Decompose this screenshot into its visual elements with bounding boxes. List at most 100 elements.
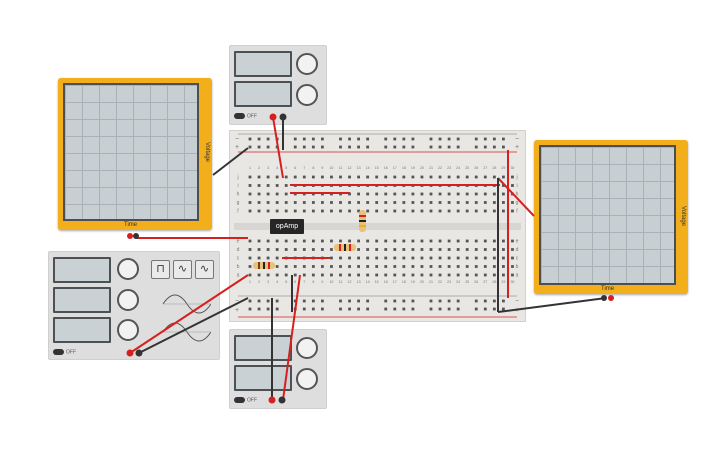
column-number-label: 17 bbox=[393, 280, 397, 284]
row-letter-label: a bbox=[237, 273, 240, 279]
amplitude-knob[interactable] bbox=[117, 289, 139, 311]
rail-plus-label: + bbox=[515, 307, 519, 314]
rail-minus-label: − bbox=[235, 298, 239, 305]
column-number-label: 27 bbox=[483, 166, 487, 170]
column-number-label: 1 bbox=[249, 280, 251, 284]
column-number-label: 7 bbox=[303, 166, 305, 170]
column-number-label: 12 bbox=[348, 166, 352, 170]
oscilloscope-right[interactable]: Time Voltage bbox=[534, 140, 688, 294]
oscilloscope-left[interactable]: Time Voltage bbox=[58, 78, 212, 230]
column-number-label: 19 bbox=[411, 166, 415, 170]
column-number-label: 4 bbox=[276, 280, 278, 284]
column-number-label: 30 bbox=[510, 280, 514, 284]
column-number-label: 5 bbox=[285, 166, 287, 170]
row-letter-label: f bbox=[516, 209, 518, 215]
column-number-label: 29 bbox=[501, 166, 505, 170]
row-letter-label: d bbox=[516, 247, 519, 253]
column-number-label: 2 bbox=[258, 280, 260, 284]
column-number-label: 2 bbox=[258, 166, 260, 170]
power-switch[interactable]: OFF bbox=[234, 397, 257, 403]
row-letter-label: a bbox=[516, 273, 519, 279]
current-display bbox=[234, 81, 292, 107]
oscilloscope-right-screen bbox=[539, 145, 676, 285]
row-letter-label: j bbox=[515, 175, 517, 181]
column-number-label: 25 bbox=[465, 166, 469, 170]
column-number-label: 28 bbox=[492, 280, 496, 284]
voltage-axis-label: Voltage bbox=[680, 206, 686, 227]
column-number-label: 10 bbox=[329, 166, 333, 170]
offset-display bbox=[53, 317, 111, 343]
column-number-label: 1 bbox=[249, 166, 251, 170]
row-letter-label: h bbox=[516, 192, 519, 198]
column-number-label: 3 bbox=[267, 166, 269, 170]
column-number-label: 8 bbox=[312, 166, 314, 170]
column-number-label: 21 bbox=[429, 280, 433, 284]
frequency-knob[interactable] bbox=[117, 258, 139, 280]
offset-knob[interactable] bbox=[117, 319, 139, 341]
column-number-label: 20 bbox=[420, 280, 424, 284]
column-number-label: 27 bbox=[483, 280, 487, 284]
opamp-chip[interactable]: opAmp bbox=[270, 219, 304, 234]
row-letter-label: f bbox=[237, 209, 239, 215]
column-number-label: 29 bbox=[501, 280, 505, 284]
rail-minus-label: − bbox=[515, 136, 519, 143]
time-axis-label: Time bbox=[124, 222, 138, 228]
voltage-knob[interactable] bbox=[296, 337, 318, 359]
column-number-label: 24 bbox=[456, 166, 460, 170]
rail-plus-label: + bbox=[235, 307, 239, 314]
power-switch[interactable]: OFF bbox=[53, 349, 76, 355]
column-number-label: 14 bbox=[366, 280, 370, 284]
row-letter-label: c bbox=[237, 256, 240, 262]
voltage-axis-label: Voltage bbox=[204, 142, 210, 163]
column-number-label: 6 bbox=[294, 280, 296, 284]
column-number-label: 19 bbox=[411, 280, 415, 284]
column-number-label: 13 bbox=[357, 280, 361, 284]
power-supply-bottom[interactable]: OFF bbox=[229, 329, 327, 409]
column-number-label: 9 bbox=[321, 166, 323, 170]
square-wave-icon[interactable]: ⊓ bbox=[151, 260, 170, 279]
column-number-label: 28 bbox=[492, 166, 496, 170]
column-number-label: 20 bbox=[420, 166, 424, 170]
row-letter-label: j bbox=[236, 175, 238, 181]
column-number-label: 16 bbox=[384, 166, 388, 170]
frequency-display bbox=[53, 257, 111, 283]
power-switch[interactable]: OFF bbox=[234, 113, 257, 119]
column-number-label: 15 bbox=[375, 166, 379, 170]
row-letter-label: e bbox=[516, 239, 519, 245]
probe-terminal-red bbox=[127, 233, 133, 239]
probe-terminal-black bbox=[133, 233, 139, 239]
rail-plus-label: + bbox=[235, 144, 239, 151]
voltage-display bbox=[234, 51, 292, 77]
column-number-label: 15 bbox=[375, 280, 379, 284]
column-number-label: 21 bbox=[429, 166, 433, 170]
row-letter-label: d bbox=[237, 247, 240, 253]
column-number-label: 11 bbox=[339, 166, 343, 170]
row-letter-label: i bbox=[237, 183, 238, 189]
column-number-label: 25 bbox=[465, 280, 469, 284]
row-letter-label: g bbox=[237, 200, 240, 206]
triangle-wave-icon[interactable]: ∿ bbox=[195, 260, 214, 279]
column-number-label: 18 bbox=[402, 166, 406, 170]
voltage-knob[interactable] bbox=[296, 53, 318, 75]
function-generator[interactable]: ⊓ ∿ ∿ OFF bbox=[48, 251, 220, 360]
column-number-label: 16 bbox=[384, 280, 388, 284]
voltage-display bbox=[234, 335, 292, 361]
current-knob[interactable] bbox=[296, 84, 318, 106]
column-number-label: 22 bbox=[438, 280, 442, 284]
time-axis-label: Time bbox=[601, 286, 615, 292]
column-number-label: 26 bbox=[474, 166, 478, 170]
power-supply-top[interactable]: OFF bbox=[229, 45, 327, 125]
column-number-label: 22 bbox=[438, 166, 442, 170]
column-number-label: 30 bbox=[510, 166, 514, 170]
column-number-label: 18 bbox=[402, 280, 406, 284]
probe-terminal-black bbox=[601, 295, 607, 301]
column-number-label: 14 bbox=[366, 166, 370, 170]
column-number-label: 8 bbox=[312, 280, 314, 284]
rail-minus-label: − bbox=[235, 136, 239, 143]
oscilloscope-left-screen bbox=[63, 83, 199, 221]
sine-wave-icon[interactable]: ∿ bbox=[173, 260, 192, 279]
current-knob[interactable] bbox=[296, 368, 318, 390]
row-letter-label: g bbox=[516, 200, 519, 206]
column-number-label: 23 bbox=[447, 166, 451, 170]
